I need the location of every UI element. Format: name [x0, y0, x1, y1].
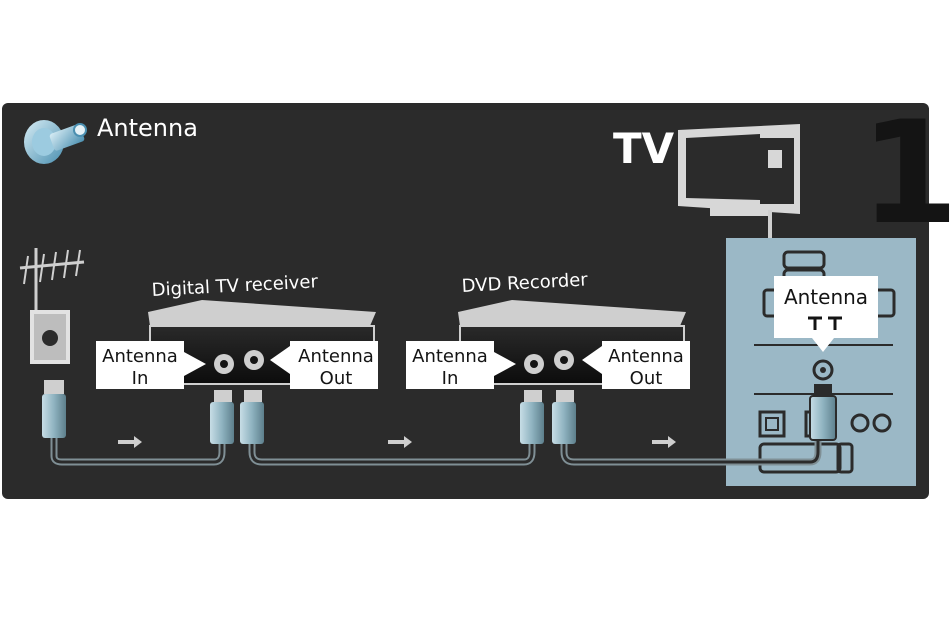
receiver-title: Digital TV receiver	[151, 271, 319, 301]
coax-plug-icon	[42, 380, 66, 438]
tv-label: TV	[613, 124, 675, 173]
signal-arrow-icon	[388, 436, 412, 448]
coax-plug-icon	[520, 390, 544, 444]
coax-cables	[54, 438, 818, 462]
svg-text:Antenna: Antenna	[784, 285, 868, 309]
tv-icon	[678, 124, 800, 216]
recorder-title: DVD Recorder	[461, 269, 589, 297]
antenna-plug-icon	[24, 120, 86, 164]
coax-plug-icon	[240, 390, 264, 444]
header-title: Antenna	[97, 114, 198, 142]
step-number: 1	[860, 91, 950, 256]
wall-socket-icon	[30, 310, 70, 364]
coax-plug-icon	[552, 390, 576, 444]
svg-text:Antenna: Antenna	[102, 346, 178, 367]
svg-text:Antenna: Antenna	[608, 346, 684, 367]
svg-text:In: In	[132, 368, 149, 389]
signal-arrow-icon	[118, 436, 142, 448]
svg-text:In: In	[442, 368, 459, 389]
svg-text:Out: Out	[320, 368, 353, 389]
coax-plug-icon	[210, 390, 234, 444]
svg-text:Out: Out	[630, 368, 663, 389]
rooftop-antenna-icon	[20, 248, 84, 310]
signal-arrow-icon	[652, 436, 676, 448]
svg-text:Antenna: Antenna	[412, 346, 488, 367]
svg-text:Antenna: Antenna	[298, 346, 374, 367]
